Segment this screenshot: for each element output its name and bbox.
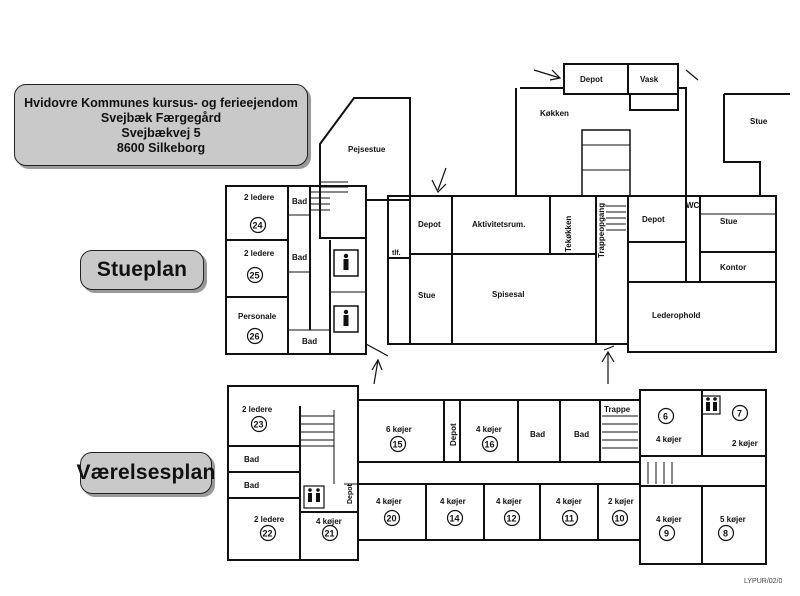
room-23-number: 23 [254, 420, 264, 430]
room-12-number: 12 [507, 514, 517, 524]
room-26-label: Personale [238, 312, 277, 321]
room-25-number: 25 [250, 271, 260, 281]
room-6-number: 6 [663, 412, 668, 422]
room-15-number: 15 [393, 440, 403, 450]
room-9-number: 9 [664, 529, 669, 539]
room-6-label: 4 køjer [656, 435, 682, 444]
room-trappe: Trappe [604, 405, 631, 414]
room-16-number: 16 [485, 440, 495, 450]
room-9-label: 4 køjer [656, 515, 682, 524]
room-21-label: 4 køjer [316, 517, 342, 526]
title-box: Hvidovre Kommunes kursus- og ferieejendo… [14, 84, 308, 166]
room-7-label: 2 køjer [732, 439, 758, 448]
room-10-label: 2 køjer [608, 497, 634, 506]
room-stue-top-right: Stue [750, 117, 768, 126]
ground-floor-label: Stueplan [80, 250, 204, 290]
room-8-number: 8 [723, 529, 728, 539]
room-24-label: 2 ledere [244, 193, 275, 202]
room-16-label: 4 køjer [476, 425, 502, 434]
room-12-label: 4 køjer [496, 497, 522, 506]
room-8-label: 5 køjer [720, 515, 746, 524]
room-spisesal: Spisesal [492, 290, 524, 299]
room-tlf: tlf. [392, 250, 401, 257]
room-vask: Vask [640, 75, 659, 84]
room-11-label: 4 køjer [556, 497, 582, 506]
footer-code: LYPUR/02/0 [744, 578, 783, 585]
title-line-3: Svejbækvej 5 [121, 126, 201, 140]
room-22-label: 2 ledere [254, 515, 285, 524]
room-depot-mid: Depot [418, 220, 441, 229]
room-bad-c: Bad [530, 430, 545, 439]
title-line-4: 8600 Silkeborg [116, 141, 206, 155]
room-22-number: 22 [263, 529, 273, 539]
room-21-number: 21 [325, 529, 335, 539]
room-11-number: 11 [565, 514, 575, 524]
room-bad-d: Bad [574, 430, 589, 439]
room-lederophold: Lederophold [652, 311, 701, 320]
room-kontor: Kontor [720, 263, 746, 272]
room-stue-right: Stue [720, 217, 738, 226]
room-bad-25: Bad [292, 253, 307, 262]
title-line-1: Hvidovre Kommunes kursus- og ferieejendo… [24, 96, 298, 110]
room-bad-a: Bad [244, 455, 259, 464]
room-depot-vertical: Depot [449, 423, 458, 446]
room-14-label: 4 køjer [440, 497, 466, 506]
room-aktivitetsrum: Aktivitetsrum. [472, 220, 525, 229]
room-23-label: 2 ledere [242, 405, 273, 414]
room-pejsestue: Pejsestue [348, 145, 386, 154]
room-depot-top: Depot [580, 75, 603, 84]
room-bad-26: Bad [302, 337, 317, 346]
room-7-number: 7 [737, 409, 742, 419]
room-depot-right: Depot [642, 215, 665, 224]
room-kokken: Køkken [540, 109, 569, 118]
room-wc: WC [686, 201, 700, 210]
room-20-number: 20 [387, 514, 397, 524]
room-24-number: 24 [253, 221, 263, 231]
room-floor-label: Værelsesplan [77, 452, 215, 494]
room-15-label: 6 køjer [386, 425, 412, 434]
title-line-2: Svejbæk Færgegård [100, 111, 222, 125]
room-14-number: 14 [450, 514, 460, 524]
room-bad-24: Bad [292, 197, 307, 206]
room-25-label: 2 ledere [244, 249, 275, 258]
room-tekokken: Tekøkken [564, 216, 573, 252]
room-bad-b: Bad [244, 481, 259, 490]
room-trappeopgang: Trappeopgang [597, 203, 606, 258]
room-26-number: 26 [250, 332, 260, 342]
room-10-number: 10 [615, 514, 625, 524]
room-depot-small: Depot [347, 484, 354, 505]
room-20-label: 4 køjer [376, 497, 402, 506]
room-stue-mid: Stue [418, 291, 436, 300]
